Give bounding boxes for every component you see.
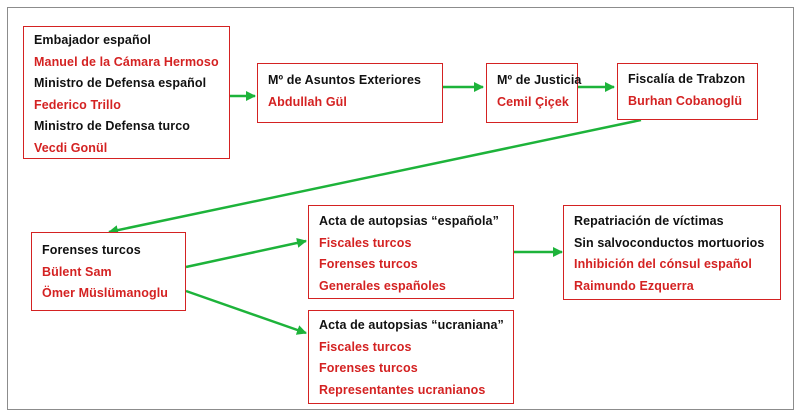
box-line-name: Generales españoles	[319, 278, 446, 293]
arrow-fiscalia-to-forenses	[108, 118, 642, 236]
box-line-title: Embajador español	[34, 33, 152, 47]
box-line-title: Ministro de Defensa turco	[34, 119, 190, 133]
box-line-title: Acta de autopsias “española”	[319, 214, 499, 228]
box-line-name: Manuel de la Cámara Hermoso	[34, 54, 219, 69]
box-line-name: Vecdi Gonül	[34, 140, 108, 155]
box-line-title: Sin salvoconductos mortuorios	[574, 235, 765, 250]
box-justicia: Mº de Justicia Cemil Çiçek	[486, 63, 582, 123]
box-embajador: Embajador español Manuel de la Cámara He…	[23, 26, 230, 159]
box-forenses: Forenses turcos Bülent Sam Ömer Müslüman…	[31, 232, 186, 311]
box-line-name: Forenses turcos	[319, 361, 418, 375]
box-line-name: Fiscales turcos	[319, 339, 412, 354]
box-line-name: Burhan Cobanoglü	[628, 93, 743, 108]
box-line-title: Mº de Justicia	[497, 73, 582, 87]
box-acta-espanola: Acta de autopsias “española” Fiscales tu…	[308, 205, 514, 299]
box-line-title: Repatriación de víctimas	[574, 214, 724, 228]
box-acta-ucraniana: Acta de autopsias “ucraniana” Fiscales t…	[308, 310, 514, 404]
arrow-forenses-to-acta-espanola	[185, 238, 307, 269]
box-line-name: Fiscales turcos	[319, 235, 412, 250]
box-line-name: Abdullah Gül	[268, 94, 347, 109]
box-line-name: Raimundo Ezquerra	[574, 278, 694, 293]
box-line-name: Inhibición del cónsul español	[574, 257, 752, 271]
box-line-title: Fiscalía de Trabzon	[628, 72, 746, 86]
box-line-title: Forenses turcos	[42, 243, 141, 257]
box-line-name: Federico Trillo	[34, 97, 121, 112]
box-line-name: Bülent Sam	[42, 264, 112, 279]
box-fiscalia: Fiscalía de Trabzon Burhan Cobanoglü	[617, 63, 758, 120]
box-line-name: Representantes ucranianos	[319, 382, 486, 397]
box-line-title: Mº de Asuntos Exteriores	[268, 73, 422, 87]
box-line-title: Ministro de Defensa español	[34, 76, 207, 90]
arrow-forenses-to-acta-ucraniana	[185, 289, 307, 335]
box-line-title: Acta de autopsias “ucraniana”	[319, 318, 504, 332]
box-line-name: Ömer Müslümanoglu	[42, 286, 169, 300]
box-exteriores: Mº de Asuntos Exteriores Abdullah Gül	[257, 63, 443, 123]
box-repatriacion: Repatriación de víctimas Sin salvoconduc…	[563, 205, 781, 300]
box-line-name: Forenses turcos	[319, 257, 418, 271]
box-line-name: Cemil Çiçek	[497, 94, 569, 109]
